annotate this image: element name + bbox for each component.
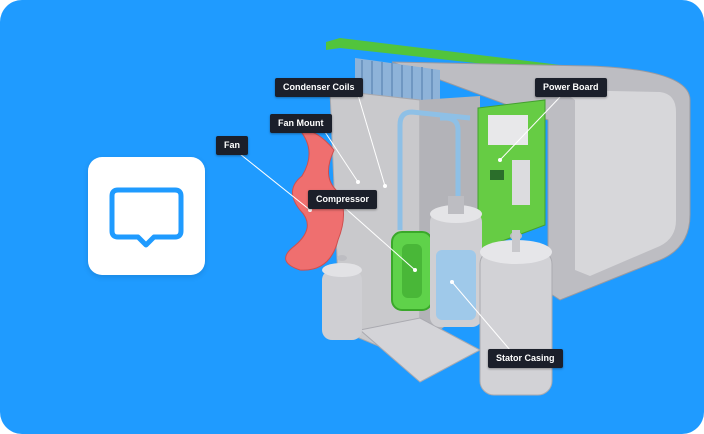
base-plate (358, 317, 482, 383)
pipe-left (397, 109, 471, 230)
label-fan[interactable]: Fan (216, 136, 249, 155)
label-power-board[interactable]: Power Board (535, 78, 607, 97)
label-condenser-coils[interactable]: Condenser Coils (275, 78, 363, 97)
power-board (477, 99, 546, 251)
app-icon-tile[interactable] (88, 157, 205, 275)
compressor-shell (479, 230, 553, 396)
accumulator-cylinder (322, 255, 362, 340)
label-compressor[interactable]: Compressor (308, 190, 378, 209)
compressor-coil (391, 231, 433, 311)
pipe-right (440, 115, 461, 205)
rear-housing-inner (560, 90, 676, 276)
leader-lines (239, 94, 561, 351)
stator-cylinder (430, 196, 482, 327)
label-stator-casing[interactable]: Stator Casing (488, 349, 563, 368)
speech-bubble-icon (109, 187, 184, 248)
label-fan-mount[interactable]: Fan Mount (270, 114, 332, 133)
